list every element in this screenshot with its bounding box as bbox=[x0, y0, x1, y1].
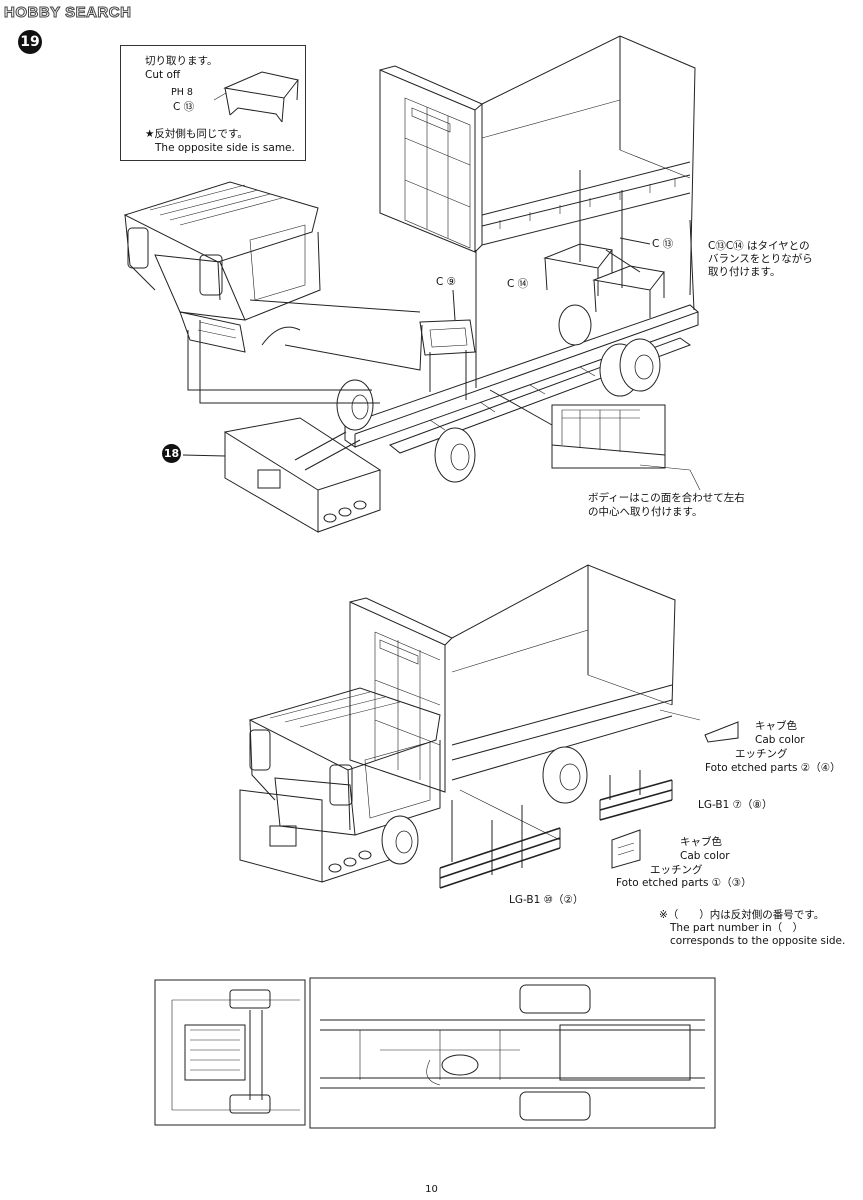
balance-note-line-1: C⑬C⑭ はタイヤとの bbox=[708, 240, 810, 252]
chassis-frame-top bbox=[344, 304, 699, 454]
watermark: HOBBY SEARCH bbox=[3, 4, 132, 22]
inset-opposite-ja: ★反対側も同じです。 bbox=[145, 128, 248, 140]
part-c14-label: C ⑭ bbox=[507, 278, 529, 290]
part-c13-label: C ⑬ bbox=[652, 238, 674, 250]
chassis-plan-view bbox=[154, 977, 716, 1129]
part-c9-label: C ⑨ bbox=[436, 276, 457, 288]
upper-etching-ja: エッチング bbox=[735, 748, 788, 760]
body-note-line-2: の中心へ取り付けます。 bbox=[588, 506, 703, 518]
side-guards bbox=[439, 709, 739, 889]
cab-top bbox=[123, 181, 321, 353]
bumper-subassembly bbox=[182, 417, 382, 533]
balance-note-line-3: 取り付けます。 bbox=[708, 266, 781, 278]
note-line-3: corresponds to the opposite side. bbox=[670, 935, 846, 947]
inset-fender-drawing bbox=[213, 71, 299, 123]
lower-cab-color-ja: キャブ色 bbox=[680, 836, 722, 848]
lgb1-lower-label: LG-B1 ⑩（②） bbox=[509, 894, 584, 906]
detail-view bbox=[551, 404, 701, 491]
page-number: 10 bbox=[425, 1184, 438, 1195]
fenders bbox=[543, 243, 665, 318]
inset-ph-ref: PH 8 bbox=[171, 87, 193, 98]
lower-foto-etched: Foto etched parts ①（③） bbox=[616, 877, 752, 889]
inset-cut-off-en: Cut off bbox=[145, 69, 181, 81]
inset-box bbox=[120, 45, 306, 161]
inset-part-ref: C ⑬ bbox=[173, 101, 195, 113]
inset-cut-off-ja: 切り取ります。 bbox=[145, 55, 218, 67]
balance-note-line-2: バランスをとりながら bbox=[708, 253, 813, 265]
cargo-body-top bbox=[379, 35, 696, 296]
lower-etching-ja: エッチング bbox=[650, 864, 703, 876]
subassembly-number-badge: 18 bbox=[162, 444, 181, 463]
wheels-top bbox=[336, 304, 661, 483]
step-number-badge: 19 bbox=[18, 30, 42, 54]
upper-cab-color-ja: キャブ色 bbox=[755, 720, 797, 732]
inset-opposite-en: The opposite side is same. bbox=[155, 142, 295, 154]
body-note-line-1: ボディーはこの面を合わせて左右 bbox=[588, 492, 745, 504]
note-line-2: The part number in（ ） bbox=[670, 922, 804, 934]
upper-foto-etched: Foto etched parts ②（④） bbox=[705, 762, 841, 774]
note-line-1: ※（ ）内は反対側の番号です。 bbox=[659, 909, 825, 921]
upper-cab-color-en: Cab color bbox=[755, 734, 805, 746]
leader-lines bbox=[187, 170, 695, 471]
lgb1-upper-label: LG-B1 ⑦（⑧） bbox=[698, 799, 773, 811]
lower-cab-color-en: Cab color bbox=[680, 850, 730, 862]
assembled-truck bbox=[239, 564, 676, 883]
